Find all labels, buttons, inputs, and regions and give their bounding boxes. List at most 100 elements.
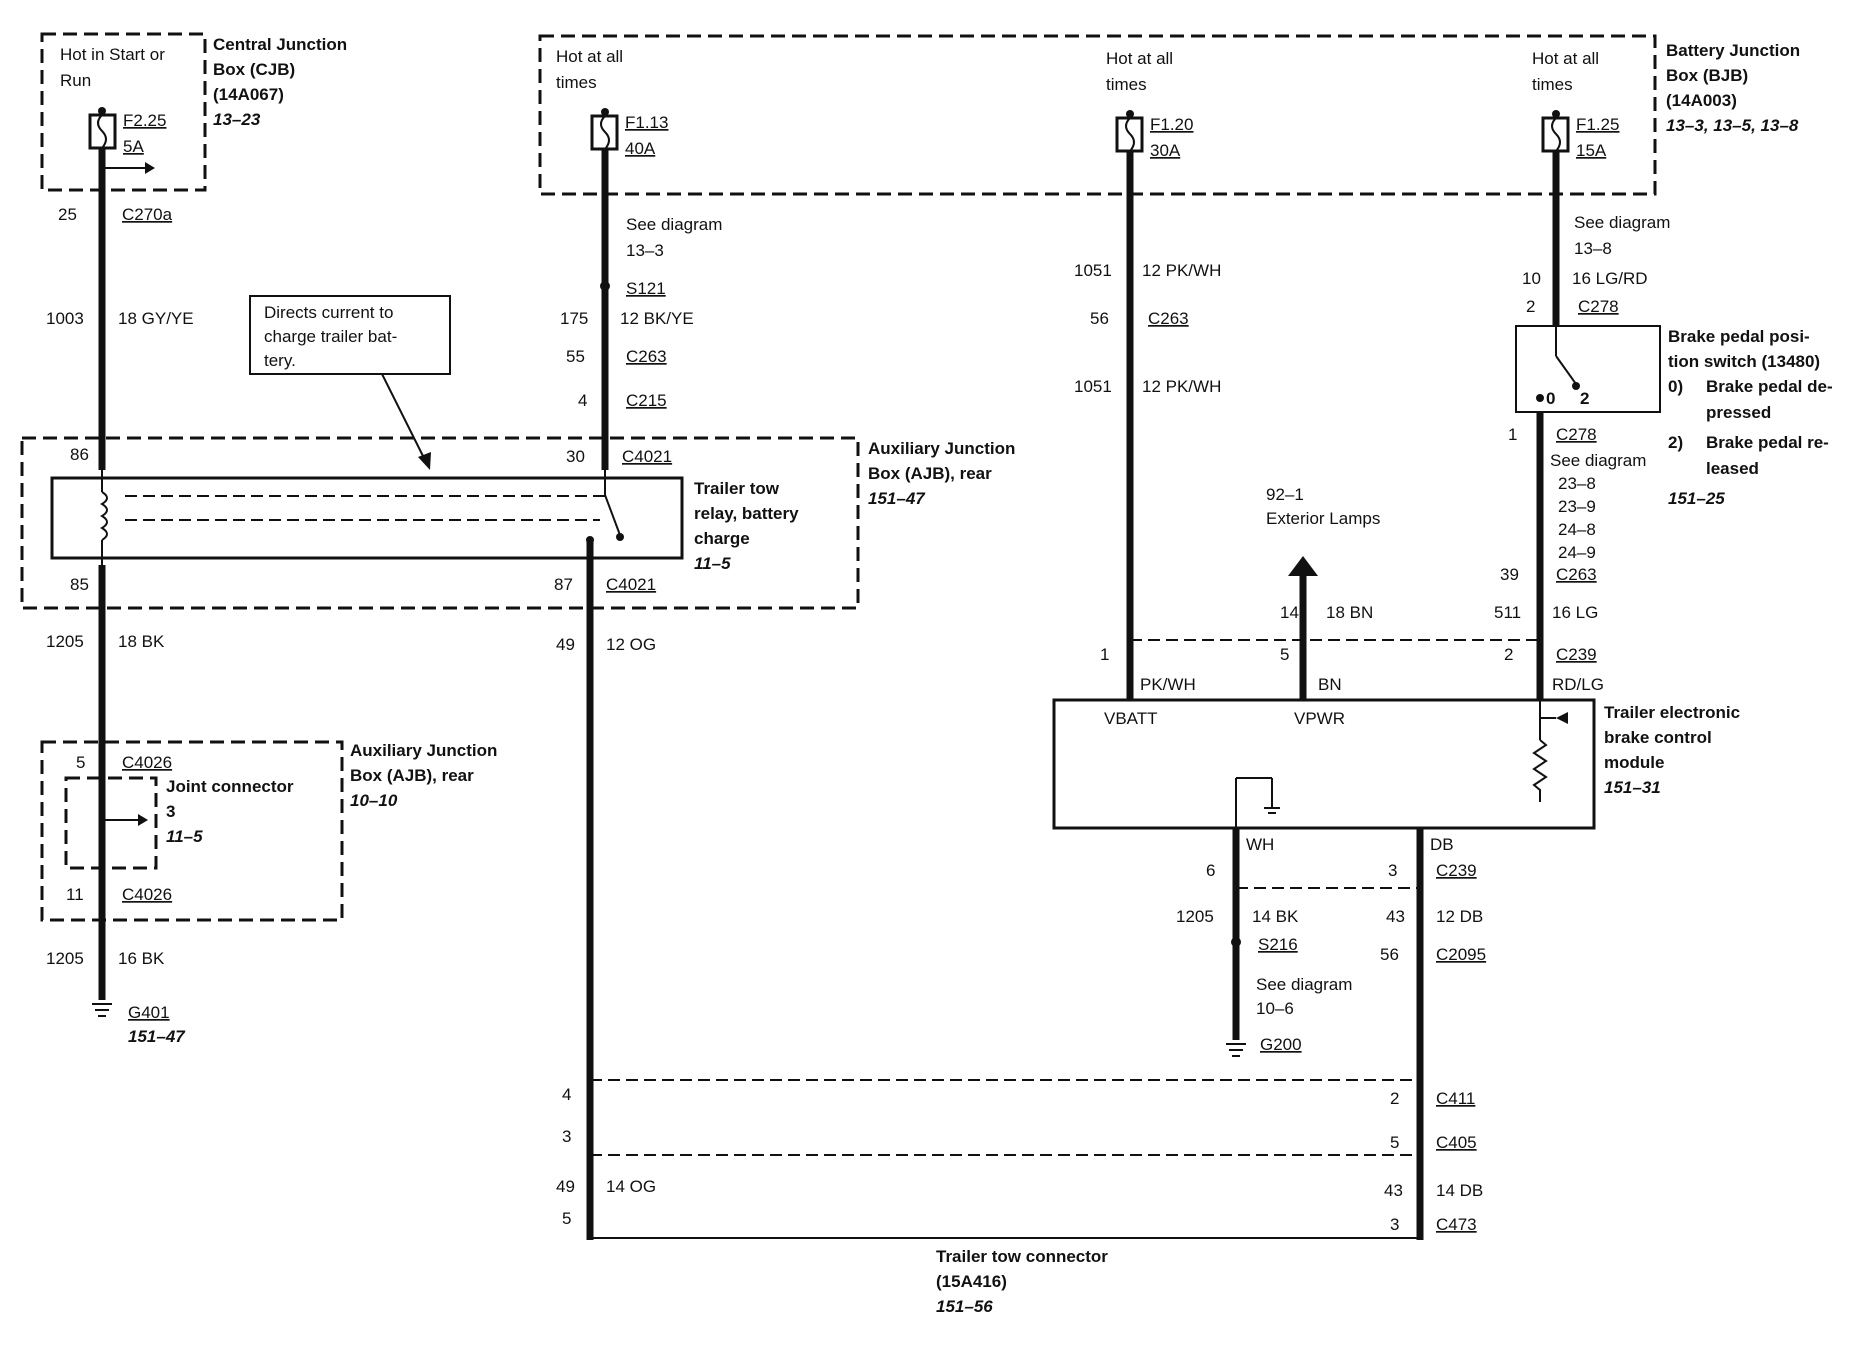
- wire-color: 12 OG: [606, 635, 656, 654]
- arrow-icon: [145, 162, 155, 174]
- wire-color: BN: [1318, 675, 1342, 694]
- bjb-name: Box (BJB): [1666, 66, 1748, 85]
- cjb-hot-label-2: Run: [60, 71, 91, 90]
- arrow-icon: [138, 814, 148, 826]
- see-diagram: See diagram: [1256, 975, 1352, 994]
- cjb-ref: 13–23: [213, 110, 261, 129]
- connector-label: C2095: [1436, 945, 1486, 964]
- hot-label: Hot at all: [1532, 49, 1599, 68]
- pin-label: 30: [566, 447, 585, 466]
- splice-label: S216: [1258, 935, 1298, 954]
- wire-f125: See diagram 13–8 10 16 LG/RD 2 C278 1 C2…: [1494, 151, 1670, 700]
- pin-label: 2: [1390, 1089, 1399, 1108]
- cjb-fuse-name: F2.25: [123, 111, 166, 130]
- see-diagram-ref: 24–9: [1558, 543, 1596, 562]
- see-diagram-ref: 10–6: [1256, 999, 1294, 1018]
- connector-name: Trailer tow connector: [936, 1247, 1108, 1266]
- module-name: module: [1604, 753, 1664, 772]
- see-diagram-ref: 13–3: [626, 241, 664, 260]
- see-diagram: See diagram: [626, 215, 722, 234]
- wire-f120: 1051 12 PK/WH 56 C263 1051 12 PK/WH: [1074, 151, 1221, 700]
- cjb-name-2: Box (CJB): [213, 60, 295, 79]
- central-junction-box: Hot in Start or Run F2.25 5A Central Jun…: [40, 32, 347, 192]
- fuse-name: F1.25: [1576, 115, 1619, 134]
- switch-name: Brake pedal posi-: [1668, 327, 1810, 346]
- pin-label: 86: [70, 445, 89, 464]
- connector-label: C4021: [606, 575, 656, 594]
- pin-label: 2: [1526, 297, 1535, 316]
- left-wire: 25 C270a 1003 18 GY/YE 86 85 1205 18 BK …: [46, 148, 194, 1046]
- pin-label: 25: [58, 205, 77, 224]
- arrow-icon: [1556, 712, 1568, 724]
- circuit-number: 1205: [1176, 907, 1214, 926]
- fuse-amp: 40A: [625, 139, 656, 158]
- connector-ref: 151–56: [936, 1297, 993, 1316]
- hot-label: times: [1106, 75, 1147, 94]
- pin-label: 3: [1388, 861, 1397, 880]
- relay-ref: 11–5: [694, 554, 731, 573]
- ground-icon: [1226, 1043, 1246, 1057]
- wire-color: 12 DB: [1436, 907, 1483, 926]
- fuse-icon: [1115, 110, 1144, 153]
- see-diagram-ref: 23–9: [1558, 497, 1596, 516]
- state-text: pressed: [1706, 403, 1771, 422]
- wire-color: 16 BK: [118, 949, 165, 968]
- arrow-up-icon: [1288, 556, 1318, 576]
- module-name: Trailer electronic: [1604, 703, 1740, 722]
- hot-label: Hot at all: [556, 47, 623, 66]
- pin-label: 5: [562, 1209, 571, 1228]
- wire-color: DB: [1430, 835, 1454, 854]
- bjb-name: Battery Junction: [1666, 41, 1800, 60]
- wire-color: 18 BN: [1326, 603, 1373, 622]
- circuit-number: 1051: [1074, 261, 1112, 280]
- terminal-label: VPWR: [1294, 709, 1345, 728]
- wire-color: 16 LG/RD: [1572, 269, 1648, 288]
- wire-color: WH: [1246, 835, 1274, 854]
- battery-junction-box: Hot at all times Hot at all times Hot at…: [538, 34, 1800, 196]
- fuse-amp: 30A: [1150, 141, 1181, 160]
- connector-label: C411: [1436, 1089, 1475, 1108]
- brake-pedal-switch: 0 2 Brake pedal posi- tion switch (13480…: [1515, 325, 1833, 508]
- brake-control-module: 1 5 2 C239 PK/WH BN RD/LG VBATT VPWR Tra…: [1052, 639, 1740, 854]
- wire-color: 14 DB: [1436, 1181, 1483, 1200]
- joint-connector-name: Joint connector: [166, 777, 294, 796]
- switch-icon: [1555, 355, 1577, 385]
- terminal-label: VBATT: [1104, 709, 1158, 728]
- wire-color: 12 PK/WH: [1142, 261, 1221, 280]
- splice-icon: [600, 281, 610, 291]
- state-text: Brake pedal re-: [1706, 433, 1829, 452]
- cjb-name-1: Central Junction: [213, 35, 347, 54]
- note-callout: Directs current to charge trailer bat- t…: [249, 295, 451, 470]
- circuit-number: 14: [1280, 603, 1299, 622]
- wire-color: 18 BK: [118, 632, 165, 651]
- trailer-tow-connector: 4 3 49 14 OG 5 2 C411 5 C405 43 14 DB 3 …: [556, 1079, 1483, 1316]
- switch-position: 2: [1580, 389, 1589, 408]
- pin-label: 55: [566, 347, 585, 366]
- ajb-ref: 151–47: [868, 489, 926, 508]
- cjb-fuse-amp: 5A: [123, 137, 144, 156]
- relay-coil-icon: [100, 491, 108, 541]
- connector-label: C4026: [122, 885, 172, 904]
- resistor-icon: [1532, 739, 1548, 802]
- wire-color: PK/WH: [1140, 675, 1196, 694]
- hot-label: times: [556, 73, 597, 92]
- hot-label: times: [1532, 75, 1573, 94]
- pin-label: 39: [1500, 565, 1519, 584]
- ground-label: G200: [1260, 1035, 1302, 1054]
- cjb-hot-label-1: Hot in Start or: [60, 45, 165, 64]
- fuse-icon: [1541, 110, 1570, 153]
- splice-icon: [1231, 937, 1241, 947]
- connector-label: C263: [626, 347, 667, 366]
- lamps-ref: 92–1: [1266, 485, 1304, 504]
- see-diagram-ref: 24–8: [1558, 520, 1596, 539]
- pin-label: 56: [1090, 309, 1109, 328]
- switch-name: tion switch (13480): [1668, 352, 1820, 371]
- see-diagram-ref: 23–8: [1558, 474, 1596, 493]
- pin-label: 1: [1100, 645, 1109, 664]
- ground-ref: 151–47: [128, 1027, 186, 1046]
- pin-label: 6: [1206, 861, 1215, 880]
- relay-name: Trailer tow: [694, 479, 780, 498]
- pin-label: 87: [554, 575, 573, 594]
- circuit-number: 43: [1384, 1181, 1403, 1200]
